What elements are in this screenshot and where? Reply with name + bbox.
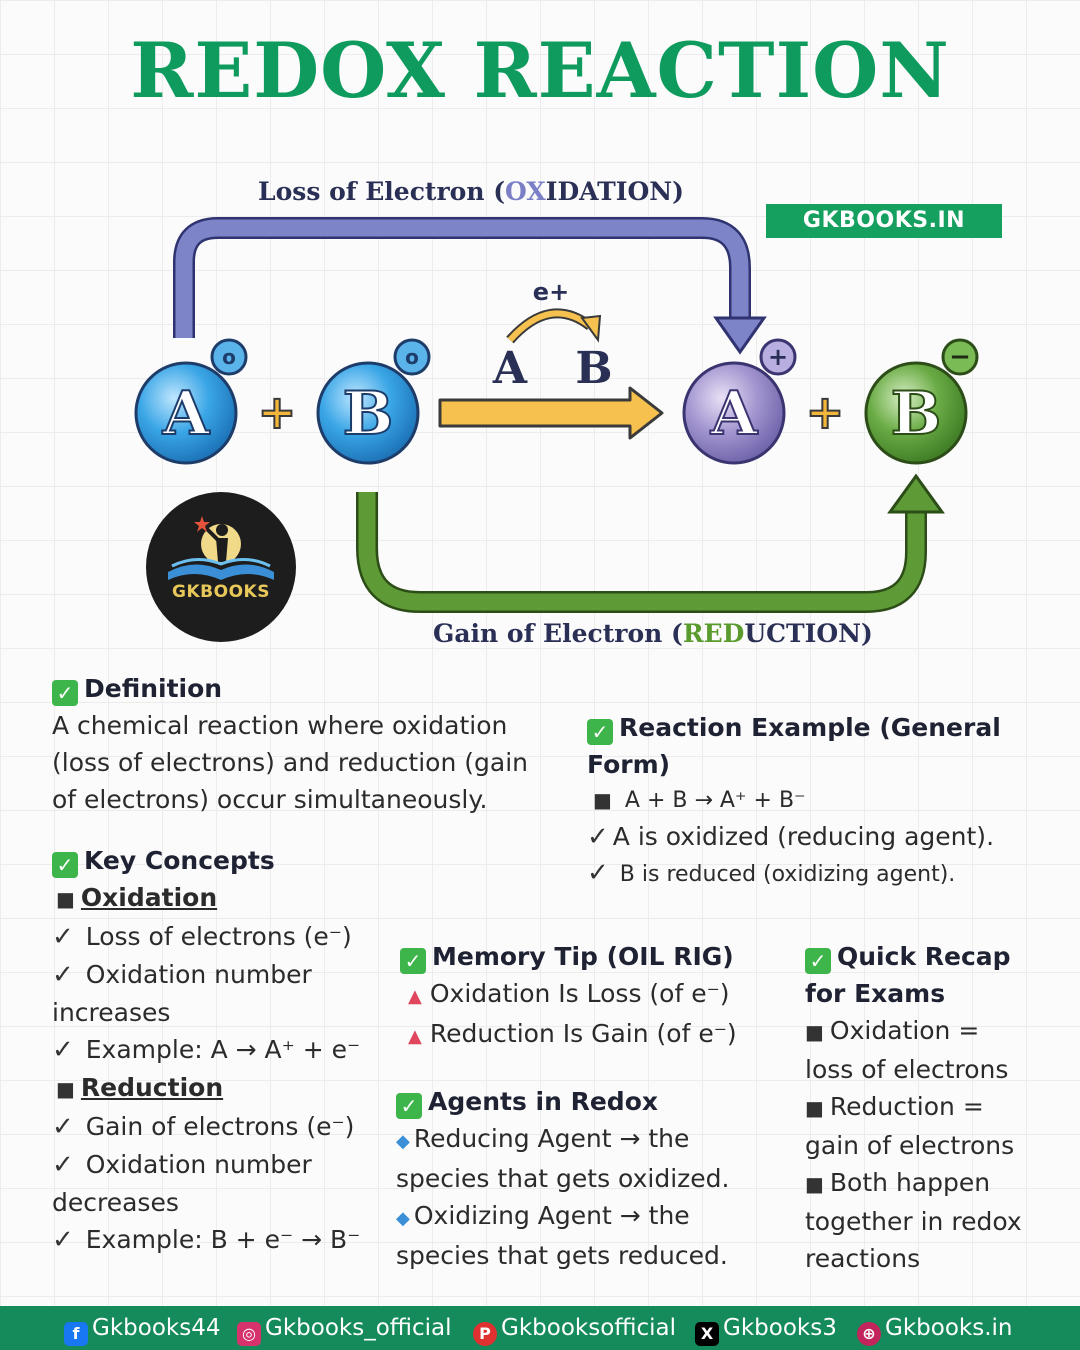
memory-tip-section: ✓Memory Tip (OIL RIG) ▲Oxidation Is Loss… — [400, 938, 790, 1055]
reaction-arrow — [438, 386, 664, 440]
tick-icon: ✓ — [52, 922, 74, 952]
logo-text: GKBOOKS — [172, 582, 270, 602]
pinterest-icon: P — [473, 1322, 497, 1346]
instagram-link[interactable]: ◎Gkbooks_official — [237, 1313, 452, 1346]
square-bullet-icon: ■ — [56, 1077, 75, 1101]
square-bullet-icon: ■ — [805, 1172, 824, 1196]
diamond-bullet-icon: ◆ — [396, 1131, 410, 1152]
quick-recap-section: ✓Quick Recap for Exams ■Oxidation = loss… — [805, 942, 1022, 1273]
key-concepts-section: ✓Key Concepts ■Oxidation ✓ Loss of elect… — [52, 846, 361, 1255]
atom-b-reactant — [316, 361, 420, 465]
definition-section: ✓Definition A chemical reaction where ox… — [52, 670, 572, 818]
reduction-label: Gain of Electron (REDUCTION) — [433, 619, 873, 648]
svg-text:+: + — [768, 343, 788, 371]
transfer-b-label: B — [575, 343, 612, 394]
plus-sign: + — [806, 385, 845, 439]
oxidation-label: Loss of Electron (OXIDATION) — [258, 177, 684, 206]
oxidation-arrow — [173, 217, 751, 338]
checkbox-icon: ✓ — [396, 1093, 422, 1119]
site-badge: GKBOOKS.IN — [766, 204, 1002, 238]
tick-icon: ✓ — [52, 1225, 74, 1255]
facebook-icon: f — [64, 1322, 88, 1346]
oxidation-title: Oxidation — [80, 883, 218, 912]
atom-a-product — [682, 361, 786, 465]
social-footer — [0, 1306, 1080, 1350]
electron-label: e+ — [533, 278, 569, 306]
svg-text:A: A — [162, 379, 211, 449]
definition-line: of electrons) occur simultaneously. — [52, 785, 488, 814]
general-equation: A + B → A⁺ + B⁻ — [617, 788, 806, 813]
reaction-example-section: ✓Reaction Example (General Form) ■ A + B… — [587, 713, 1001, 888]
diamond-bullet-icon: ◆ — [396, 1208, 410, 1229]
x-icon: X — [695, 1322, 719, 1346]
tick-icon: ✓ — [52, 1112, 74, 1142]
definition-heading: ✓Definition — [52, 670, 572, 707]
checkbox-icon: ✓ — [52, 852, 78, 878]
svg-text:B: B — [891, 379, 942, 449]
atom-b-product — [864, 361, 968, 465]
tick-icon: ✓ — [52, 960, 74, 990]
website-link[interactable]: ⊕Gkbooks.in — [857, 1313, 1012, 1346]
redox-diagram: e+ A B A o + B o A + + B − — [134, 217, 979, 613]
gkbooks-logo — [146, 492, 296, 642]
definition-line: A chemical reaction where oxidation — [52, 711, 508, 740]
svg-text:−: − — [949, 342, 971, 372]
page-title: REDOX REACTION — [130, 26, 950, 115]
globe-icon: ⊕ — [857, 1322, 881, 1346]
tick-icon: ✓ — [52, 1150, 74, 1180]
atom-a-reactant — [134, 361, 238, 465]
transfer-a-label: A — [492, 343, 528, 394]
checkbox-icon: ✓ — [805, 948, 831, 974]
svg-text:B: B — [343, 379, 394, 449]
svg-text:A: A — [710, 379, 759, 449]
reduction-title: Reduction — [80, 1073, 224, 1102]
instagram-icon: ◎ — [237, 1322, 261, 1346]
agents-section: ✓Agents in Redox ◆Reducing Agent → the s… — [396, 1087, 730, 1270]
open-book-icon — [168, 516, 274, 580]
triangle-bullet-icon: ▲ — [408, 986, 422, 1007]
checkbox-icon: ✓ — [400, 948, 426, 974]
tick-icon: ✓ — [587, 822, 609, 852]
square-bullet-icon: ■ — [56, 887, 75, 911]
checkbox-icon: ✓ — [52, 680, 78, 706]
tick-icon: ✓ — [587, 858, 609, 888]
plus-sign: + — [258, 385, 297, 439]
tick-icon: ✓ — [52, 1035, 74, 1065]
definition-line: (loss of electrons) and reduction (gain — [52, 748, 529, 777]
square-bullet-icon: ■ — [805, 1020, 824, 1044]
checkbox-icon: ✓ — [587, 719, 613, 745]
square-bullet-icon: ■ — [593, 788, 612, 812]
square-bullet-icon: ■ — [805, 1096, 824, 1120]
svg-text:o: o — [405, 345, 419, 369]
svg-text:o: o — [222, 345, 236, 369]
triangle-bullet-icon: ▲ — [408, 1026, 422, 1047]
reduction-arrow — [356, 492, 927, 613]
